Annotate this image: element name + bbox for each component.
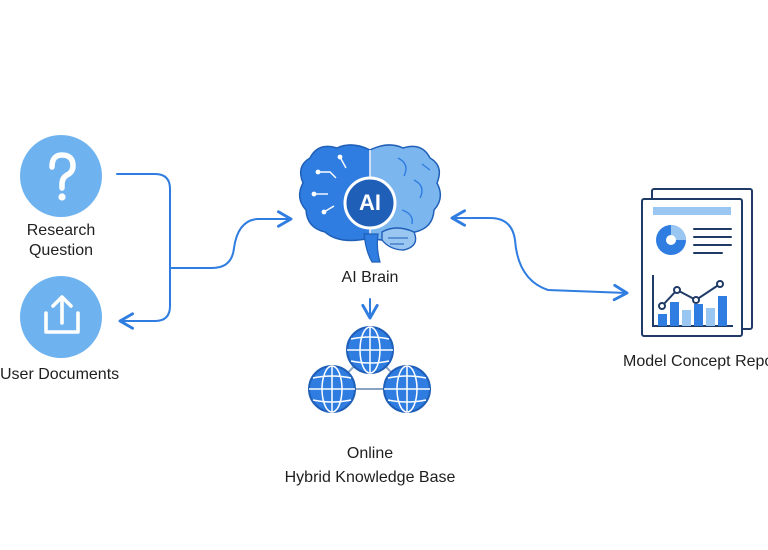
globe-right (383, 365, 431, 413)
upload-icon (44, 295, 80, 334)
ai-badge-text: AI (359, 190, 381, 215)
circuit-brain-icon (298, 144, 442, 263)
knowledge-base-label: Online Hybrid Knowledge Base (270, 442, 470, 490)
globe-left (308, 365, 356, 413)
connectors (116, 173, 629, 330)
globe-top (346, 326, 394, 374)
ai-brain-label: AI Brain (341, 269, 399, 286)
connector-inputs-to-brain (169, 210, 293, 269)
user-documents-node (20, 276, 102, 358)
question-mark-icon (49, 152, 76, 201)
research-question-label: Research Question (11, 221, 111, 261)
globe-network-icon (308, 326, 431, 413)
report-document-icon (641, 188, 753, 337)
research-question-node (20, 135, 102, 217)
report-label: Model Concept Repo (623, 353, 768, 370)
research-question-line2: Question (28, 242, 94, 259)
user-documents-label: User Documents (0, 366, 120, 383)
knowledge-base-line1: Online (346, 445, 394, 462)
connector-brain-report (450, 209, 629, 302)
research-question-line1: Research (26, 222, 96, 239)
knowledge-base-line2: Hybrid Knowledge Base (284, 469, 456, 486)
connector-question-to-docs (116, 173, 171, 330)
